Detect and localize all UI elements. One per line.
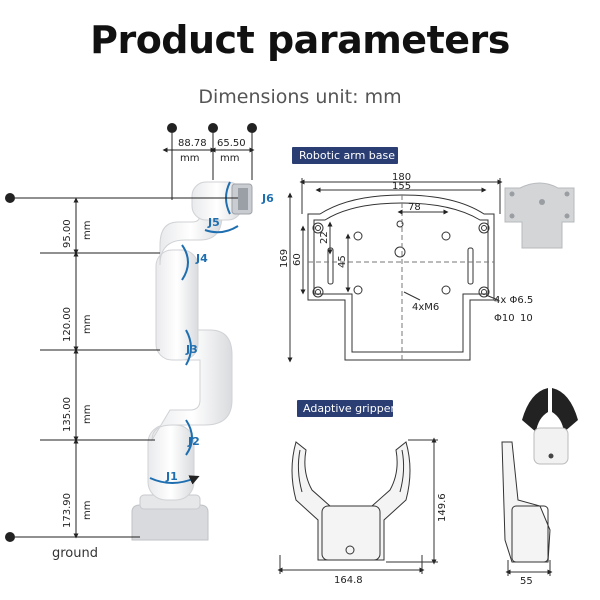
reference-markers: [5, 123, 257, 542]
gripper-dim-height: 149.6: [437, 493, 448, 522]
dim-173-90: 173.90: [62, 493, 73, 528]
robot-arm: [131, 181, 253, 541]
joint-label-j1: J1: [165, 470, 178, 483]
base-dim-60: 60: [292, 253, 303, 266]
dim-88-78: 88.78: [178, 138, 207, 149]
base-dim-depth: 10: [520, 313, 533, 324]
dim-120-00: 120.00: [62, 307, 73, 342]
dim-65-50-unit: mm: [220, 153, 239, 164]
gripper-section-label: Adaptive gripper: [303, 402, 395, 415]
dimension-lines-arm: [15, 133, 255, 539]
base-dim-22: 22: [319, 231, 330, 244]
dim-95-00-unit: mm: [82, 221, 93, 240]
dim-120-00-unit: mm: [82, 315, 93, 334]
gripper-section-label-bg: [297, 400, 393, 417]
gripper-front-drawing: [277, 437, 438, 574]
dim-135-00: 135.00: [62, 397, 73, 432]
base-dim-78: 78: [408, 202, 421, 213]
joint-label-j5: J5: [207, 216, 220, 229]
page-title: Product parameters: [90, 18, 510, 62]
base-dim-holes: 4x Φ6.5: [494, 295, 533, 306]
base-section-label: Robotic arm base: [299, 149, 395, 162]
base-section-label-bg: [292, 147, 398, 164]
gripper-dim-width: 164.8: [334, 575, 363, 586]
base-dim-169: 169: [279, 249, 290, 268]
base-plate-render: [504, 182, 575, 249]
gripper-dim-side: 55: [520, 576, 533, 587]
joint-label-j6: J6: [261, 192, 274, 205]
joint-label-j3: J3: [185, 343, 198, 356]
dim-65-50: 65.50: [217, 138, 246, 149]
page-subtitle: Dimensions unit: mm: [198, 86, 402, 108]
gripper-side-drawing: [501, 441, 553, 576]
dim-135-00-unit: mm: [82, 405, 93, 424]
base-dim-screws: 4xM6: [412, 302, 439, 313]
base-dim-counterbore: Φ10: [494, 313, 515, 324]
ground-label: ground: [52, 546, 98, 561]
joint-label-j2: J2: [187, 435, 200, 448]
base-dim-45: 45: [337, 255, 348, 268]
base-dim-180: 180: [392, 172, 411, 183]
base-plate-drawing: [287, 178, 503, 363]
dim-88-78-unit: mm: [180, 153, 199, 164]
dim-173-90-unit: mm: [82, 501, 93, 520]
dim-95-00: 95.00: [62, 219, 73, 248]
base-dim-155: 155: [392, 181, 411, 192]
joint-label-j4: J4: [195, 252, 208, 265]
gripper-render: [522, 388, 578, 465]
